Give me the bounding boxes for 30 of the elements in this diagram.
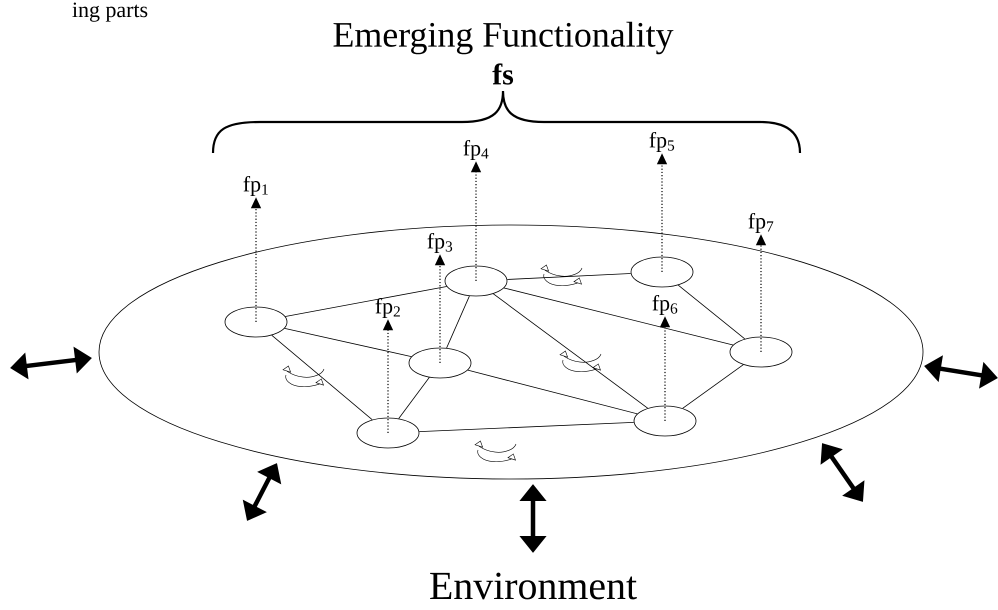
agent-ellipse bbox=[634, 406, 696, 436]
function-label: fp$_{4}$ bbox=[463, 140, 488, 160]
cut-off-text: ing parts bbox=[72, 2, 148, 22]
environment-label: Environment bbox=[430, 572, 637, 600]
agent-ellipse bbox=[730, 336, 792, 368]
function-label: fp$_{5}$ bbox=[649, 132, 674, 152]
link-line bbox=[418, 422, 634, 432]
link-line bbox=[467, 370, 638, 414]
function-label: fp$_{2}$ bbox=[375, 298, 400, 318]
function-label: fp$_{1}$ bbox=[243, 176, 268, 196]
function-label: fp$_{6}$ bbox=[652, 294, 678, 316]
link-line bbox=[284, 286, 448, 317]
link-line bbox=[504, 288, 734, 346]
link-line bbox=[284, 328, 412, 358]
brace-label: fs bbox=[492, 63, 514, 85]
link-line bbox=[506, 273, 632, 280]
link-line bbox=[492, 293, 648, 409]
agent-ellipse bbox=[630, 256, 694, 288]
function-label: fp$_{7}$ bbox=[748, 212, 774, 234]
link-line bbox=[271, 334, 373, 420]
agent-ellipse bbox=[224, 306, 288, 338]
agent-ellipse bbox=[444, 266, 508, 296]
link-line bbox=[678, 284, 746, 340]
title: Emerging Functionality bbox=[334, 22, 674, 54]
agent-ellipse bbox=[408, 348, 472, 378]
link-line bbox=[446, 296, 470, 348]
agent-ellipse bbox=[356, 418, 420, 448]
link-line bbox=[682, 364, 744, 409]
link-line bbox=[398, 377, 430, 419]
function-label: fp$_{3}$ bbox=[427, 232, 452, 254]
